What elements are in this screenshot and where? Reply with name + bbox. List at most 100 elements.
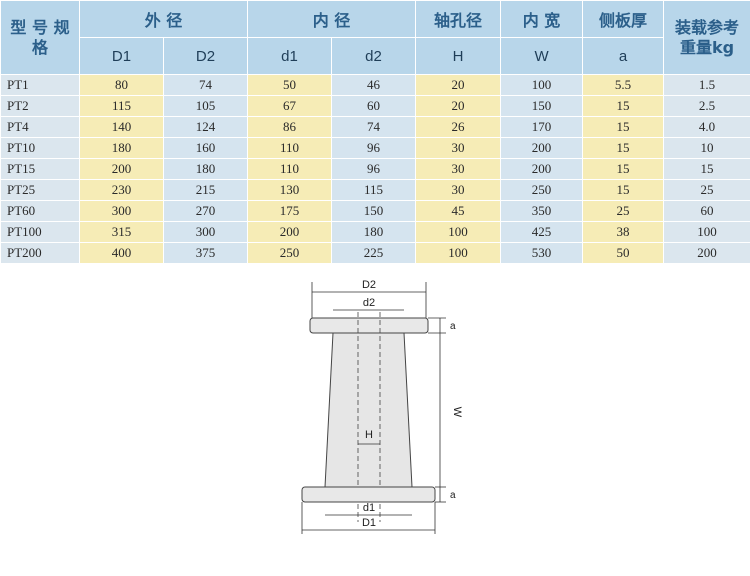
cell-model: PT15: [0, 158, 80, 180]
header-H: H: [415, 37, 502, 75]
cell-a: 15: [582, 137, 665, 159]
cell-h: 30: [415, 137, 502, 159]
cell-w: 150: [500, 95, 584, 117]
cell-kg: 200: [663, 242, 750, 264]
cell-w: 250: [500, 179, 584, 201]
cell-model: PT25: [0, 179, 80, 201]
cell-d2: 115: [331, 179, 417, 201]
cell-d1: 315: [79, 221, 164, 243]
bottom-flange: [301, 486, 436, 503]
cell-d1: 300: [79, 200, 164, 222]
cell-kg: 10: [663, 137, 750, 159]
cell-d1: 250: [247, 242, 333, 264]
cell-model: PT200: [0, 242, 80, 264]
cell-d1: 180: [79, 137, 164, 159]
cell-d2: 74: [331, 116, 417, 138]
cell-d1: 130: [247, 179, 333, 201]
cell-h: 20: [415, 95, 502, 117]
cell-a: 38: [582, 221, 665, 243]
cell-d2: 300: [162, 221, 249, 243]
cell-d2: 180: [331, 221, 417, 243]
cell-d2: 105: [162, 95, 249, 117]
spool-body: [324, 332, 413, 488]
cell-model: PT1: [0, 74, 80, 96]
cell-model: PT4: [0, 116, 80, 138]
label-W: W: [451, 407, 463, 418]
cell-a: 15: [582, 158, 665, 180]
cell-a: 25: [582, 200, 665, 222]
cell-kg: 1.5: [663, 74, 750, 96]
header-inner-width: 内 宽: [500, 0, 584, 38]
cell-w: 100: [500, 74, 584, 96]
cell-a: 15: [582, 95, 665, 117]
cell-h: 100: [415, 242, 502, 264]
cell-h: 30: [415, 158, 502, 180]
cell-model: PT10: [0, 137, 80, 159]
label-a-top: a: [450, 321, 456, 332]
cell-d1: 80: [79, 74, 164, 96]
label-D1: D1: [362, 517, 376, 529]
header-d1: d1: [247, 37, 333, 75]
header-W: W: [500, 37, 584, 75]
cell-d2: 96: [331, 137, 417, 159]
cell-d2: 96: [331, 158, 417, 180]
cell-d2: 74: [162, 74, 249, 96]
cell-d1: 140: [79, 116, 164, 138]
label-d2: d2: [363, 297, 375, 309]
cell-d2: 270: [162, 200, 249, 222]
cell-w: 170: [500, 116, 584, 138]
spec-table: 型 号 规 格 外 径 内 径 轴孔径 内 宽 侧板厚 装载参考重量kg D1 …: [0, 0, 750, 264]
spool-diagram: D2 d2 H a W a d1 D1: [301, 279, 463, 534]
cell-d1: 110: [247, 158, 333, 180]
cell-h: 45: [415, 200, 502, 222]
cell-kg: 60: [663, 200, 750, 222]
cell-h: 20: [415, 74, 502, 96]
cell-model: PT2: [0, 95, 80, 117]
header-d2: d2: [331, 37, 417, 75]
cell-d1: 200: [247, 221, 333, 243]
cell-d1: 67: [247, 95, 333, 117]
cell-h: 30: [415, 179, 502, 201]
cell-d1: 175: [247, 200, 333, 222]
cell-d2: 215: [162, 179, 249, 201]
cell-kg: 100: [663, 221, 750, 243]
header-shaft-hole: 轴孔径: [415, 0, 502, 38]
cell-kg: 15: [663, 158, 750, 180]
cell-d1: 400: [79, 242, 164, 264]
cell-w: 530: [500, 242, 584, 264]
cell-d1: 86: [247, 116, 333, 138]
cell-w: 200: [500, 137, 584, 159]
cell-d1: 50: [247, 74, 333, 96]
cell-kg: 2.5: [663, 95, 750, 117]
cell-d1: 110: [247, 137, 333, 159]
header-D2: D2: [162, 37, 249, 75]
header-side-plate: 侧板厚: [582, 0, 665, 38]
cell-w: 350: [500, 200, 584, 222]
cell-w: 200: [500, 158, 584, 180]
cell-h: 100: [415, 221, 502, 243]
cell-model: PT100: [0, 221, 80, 243]
header-model: 型 号 规 格: [0, 0, 80, 75]
cell-d2: 160: [162, 137, 249, 159]
header-outer-diameter: 外 径: [78, 0, 249, 38]
top-flange: [309, 317, 429, 334]
cell-d2: 150: [331, 200, 417, 222]
cell-d2: 124: [162, 116, 249, 138]
cell-d2: 225: [331, 242, 417, 264]
cell-model: PT60: [0, 200, 80, 222]
cell-w: 425: [500, 221, 584, 243]
cell-kg: 25: [663, 179, 750, 201]
header-a: a: [582, 37, 665, 75]
header-D1: D1: [79, 37, 164, 75]
cell-h: 26: [415, 116, 502, 138]
cell-d1: 115: [79, 95, 164, 117]
header-inner-diameter: 内 径: [247, 0, 417, 38]
